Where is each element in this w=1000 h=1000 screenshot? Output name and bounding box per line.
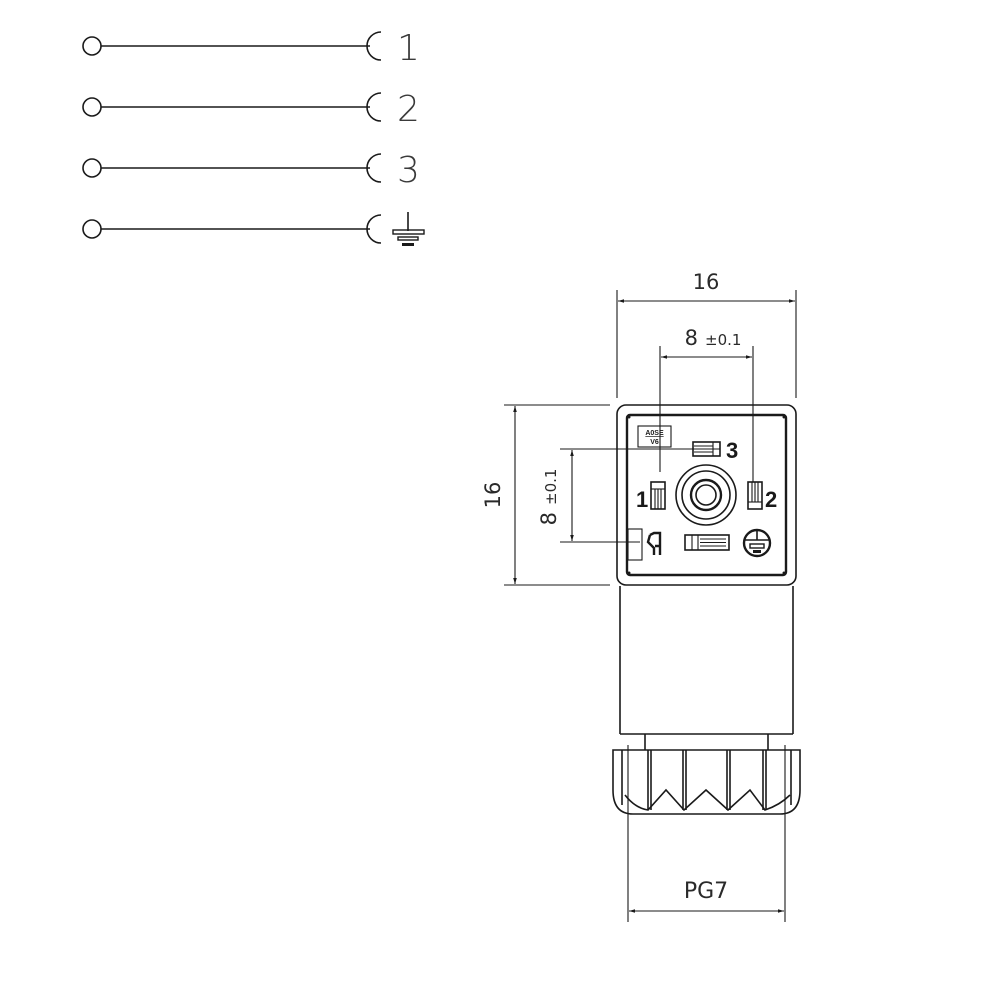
socket-contact-icon bbox=[366, 31, 382, 61]
wire-pin-earth bbox=[82, 212, 425, 246]
dimension-cable-gland: PG7 bbox=[627, 745, 786, 922]
cable-gland-nut bbox=[612, 749, 801, 815]
contact-pin-3: 3 bbox=[692, 438, 738, 463]
connector-body bbox=[619, 586, 794, 750]
dimension-label: PG7 bbox=[684, 879, 728, 904]
dimension-label: 8 bbox=[537, 512, 561, 525]
center-screw-icon bbox=[675, 464, 737, 526]
terminal-circle-icon bbox=[82, 158, 102, 178]
dimension-pin-spacing-vertical: 8 ±0.1 bbox=[537, 448, 720, 543]
pin-label: 3 bbox=[397, 150, 420, 191]
dimension-label: 16 bbox=[481, 482, 505, 509]
connector-face: A0SE V6 3 1 bbox=[616, 404, 797, 586]
contact-label: 3 bbox=[726, 438, 738, 463]
rating-badge: A0SE V6 bbox=[637, 425, 672, 448]
wire-pin-3: 3 bbox=[82, 150, 420, 191]
earth-ground-icon bbox=[742, 528, 772, 558]
terminal-circle-icon bbox=[82, 97, 102, 117]
svg-text:V6: V6 bbox=[650, 439, 659, 446]
pin-label: 1 bbox=[397, 28, 420, 69]
contact-label: 2 bbox=[765, 487, 777, 512]
contact-pin-1: 1 bbox=[636, 481, 666, 512]
coding-flag-icon bbox=[627, 528, 662, 561]
contact-pin-2: 2 bbox=[747, 481, 777, 512]
socket-contact-icon bbox=[366, 92, 382, 122]
dimension-width-total: 16 bbox=[616, 270, 797, 398]
dimension-label: 8 bbox=[685, 326, 698, 350]
wiring-schematic: 1 2 3 bbox=[82, 28, 425, 246]
pin-label: 2 bbox=[397, 89, 420, 130]
contact-earth bbox=[684, 534, 730, 551]
tolerance-label: ±0.1 bbox=[705, 331, 741, 349]
dimension-label: 16 bbox=[693, 270, 720, 294]
connector-drawing: 16 8 ±0.1 16 8 ±0.1 bbox=[481, 270, 801, 922]
wire-pin-2: 2 bbox=[82, 89, 420, 130]
terminal-circle-icon bbox=[82, 36, 102, 56]
dimension-pin-spacing-horizontal: 8 ±0.1 bbox=[659, 326, 754, 482]
wire-pin-1: 1 bbox=[82, 28, 420, 69]
terminal-circle-icon bbox=[82, 219, 102, 239]
dimension-height-total: 16 bbox=[481, 404, 610, 586]
socket-contact-icon bbox=[366, 214, 382, 244]
earth-ground-icon bbox=[392, 212, 425, 246]
svg-text:A0SE: A0SE bbox=[645, 430, 664, 437]
socket-contact-icon bbox=[366, 153, 382, 183]
tolerance-label: ±0.1 bbox=[542, 469, 560, 505]
contact-label: 1 bbox=[636, 487, 648, 512]
